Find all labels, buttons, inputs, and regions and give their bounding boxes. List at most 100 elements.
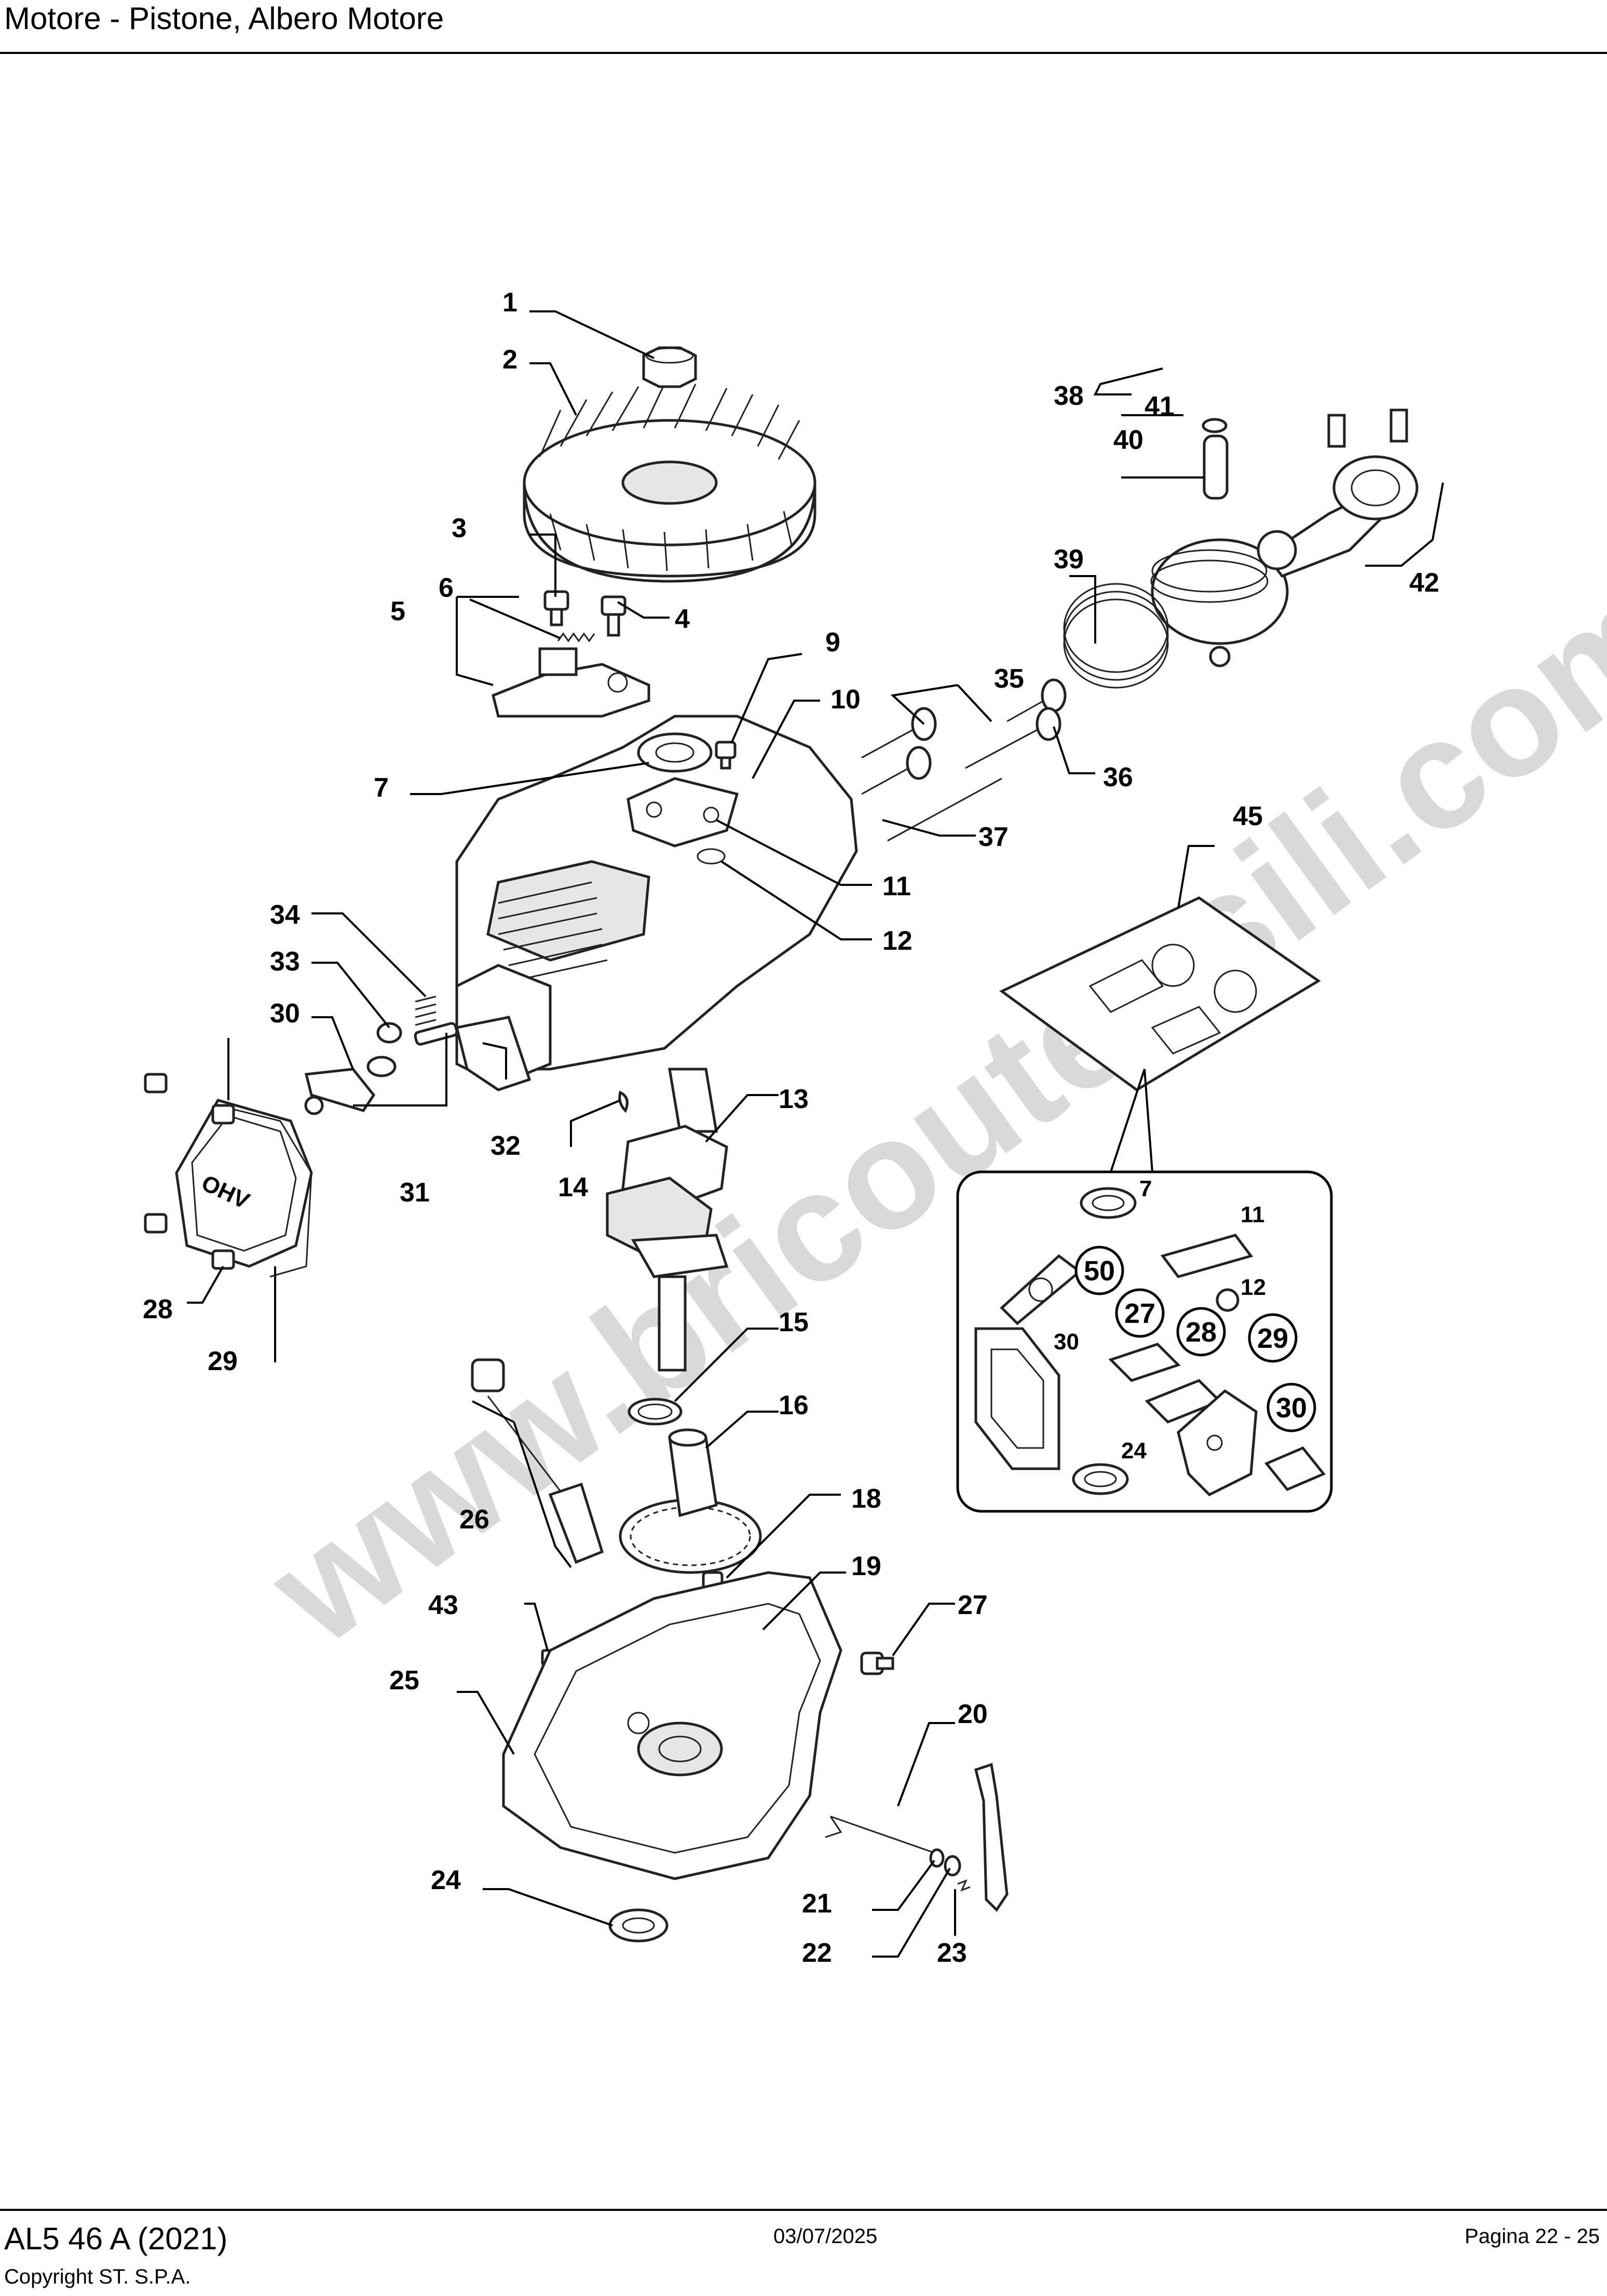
flywheel-part [523, 384, 816, 583]
connecting-rod-part [1257, 408, 1419, 578]
clip-23-part [957, 1879, 971, 1892]
callout-35: 35 [994, 664, 1024, 694]
kit-head-gasket-30-part [974, 1327, 1060, 1470]
callout-40: 40 [1113, 425, 1143, 455]
ignition-bracket-part [492, 647, 650, 718]
print-date: 03/07/2025 [773, 2225, 878, 2248]
kit-gasket-27-part [1108, 1343, 1181, 1382]
callout-5: 5 [390, 596, 405, 626]
rocker-stud-part [414, 1022, 458, 1046]
kit-label-7: 7 [1139, 1176, 1152, 1201]
circle-marker-29 [1248, 1313, 1298, 1363]
kit-gasket-30-small-part [1264, 1446, 1326, 1492]
callout-18: 18 [851, 1484, 881, 1514]
kit-gasket-11-part [1160, 1234, 1254, 1278]
callout-4: 4 [675, 604, 690, 634]
kit-circled-30-label: 30 [1276, 1392, 1307, 1424]
leader-lines [187, 310, 1444, 1958]
kit-circled-50-label: 50 [1084, 1255, 1115, 1287]
callout-27: 27 [958, 1590, 988, 1620]
circle-marker-27 [1115, 1288, 1165, 1338]
callout-34: 34 [270, 900, 300, 930]
callout-37: 37 [978, 822, 1009, 852]
callout-labels: 1 2 3 4 5 6 7 9 10 11 12 13 14 15 16 18 … [143, 288, 1439, 1968]
callout-25: 25 [389, 1665, 419, 1696]
kit-label-24: 24 [1121, 1438, 1147, 1464]
washer-15-part [628, 1398, 683, 1426]
piston-part [1150, 538, 1289, 667]
kit-label-11: 11 [1241, 1202, 1265, 1227]
callout-14: 14 [558, 1172, 588, 1202]
callout-12: 12 [882, 926, 913, 956]
callout-1: 1 [502, 288, 517, 318]
bolts-28-part [144, 1073, 235, 1270]
callout-3: 3 [452, 513, 467, 543]
copyright-text: Copyright ST. S.P.A. [4, 2265, 191, 2288]
model-name: AL5 46 A (2021) [4, 2221, 228, 2256]
washer-33-part [376, 1022, 402, 1044]
callout-16: 16 [779, 1390, 809, 1420]
callout-28: 28 [143, 1294, 173, 1324]
callout-38: 38 [1054, 381, 1084, 411]
spring-34-part [415, 995, 437, 1034]
callout-29: 29 [208, 1346, 238, 1376]
oil-seal-24-part [608, 1908, 669, 1943]
callout-13: 13 [779, 1084, 809, 1114]
page-header: Motore - Pistone, Albero Motore [0, 0, 1607, 54]
kit-o-ring-12-part [1216, 1288, 1240, 1312]
callout-2: 2 [502, 345, 517, 375]
page-number: Pagina 22 - 25 [1464, 2225, 1600, 2248]
kit-gasket-29-part [1177, 1389, 1258, 1497]
callout-6: 6 [439, 573, 454, 603]
callout-21: 21 [802, 1889, 832, 1919]
header-divider [0, 52, 1607, 54]
callout-32: 32 [491, 1131, 521, 1161]
bolt-9-part [715, 741, 737, 770]
crankshaft-part [606, 1068, 729, 1372]
circle-marker-30 [1266, 1383, 1316, 1432]
gasket-kit-bag-part [999, 896, 1321, 1091]
kit-label-12: 12 [1241, 1275, 1266, 1300]
callout-7: 7 [374, 773, 389, 803]
key-14-part [618, 1090, 629, 1113]
circle-marker-28 [1176, 1307, 1226, 1357]
governor-lever-part [974, 1762, 1009, 1912]
valve-cover-part: OHV [175, 1099, 313, 1268]
callout-42: 42 [1409, 568, 1439, 598]
callout-33: 33 [270, 947, 300, 977]
callout-22: 22 [802, 1938, 832, 1968]
bolt-27-part [860, 1651, 894, 1675]
callout-15: 15 [779, 1307, 809, 1337]
guide-plate-32-part [455, 1016, 532, 1091]
callout-45: 45 [1233, 801, 1263, 831]
valves-part [861, 678, 1067, 842]
footer-divider [0, 2209, 1607, 2211]
gasket-kit-detail-box: 50 27 28 29 30 7 11 12 30 24 [956, 1170, 1333, 1513]
bolt-4-part [601, 595, 627, 637]
kit-circled-27-label: 27 [1124, 1298, 1155, 1329]
governor-shaft-part [825, 1815, 935, 1854]
circle-marker-50 [1074, 1246, 1124, 1295]
page-title: Motore - Pistone, Albero Motore [4, 1, 444, 36]
engine-block-part [455, 715, 858, 1086]
spring-6-part [557, 632, 595, 643]
kit-circled-28-label: 28 [1186, 1317, 1217, 1348]
callout-20: 20 [958, 1699, 988, 1729]
kit-label-30: 30 [1054, 1329, 1079, 1355]
camshaft-part [619, 1428, 762, 1574]
piston-pin-part [1202, 418, 1229, 500]
kit-connector-lines [1110, 1069, 1153, 1172]
callout-10: 10 [830, 685, 861, 715]
callout-39: 39 [1054, 544, 1084, 575]
rocker-arms-part [304, 1056, 397, 1115]
callout-11: 11 [882, 871, 911, 901]
kit-circled-29-label: 29 [1257, 1323, 1288, 1354]
callout-24: 24 [431, 1865, 461, 1895]
bolt-3-part [543, 590, 569, 626]
callout-9: 9 [825, 627, 840, 658]
gasket-29-part [217, 1104, 312, 1278]
callout-41: 41 [1145, 391, 1175, 421]
callout-43: 43 [428, 1590, 458, 1620]
dipstick-part [471, 1358, 604, 1564]
